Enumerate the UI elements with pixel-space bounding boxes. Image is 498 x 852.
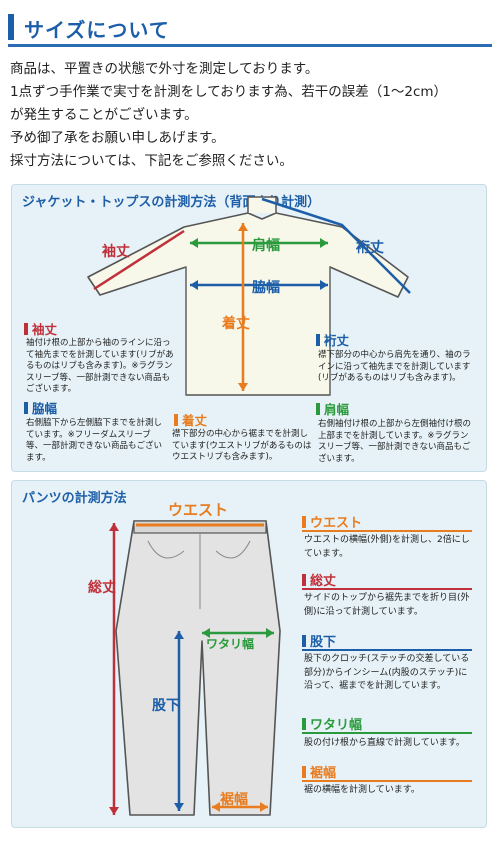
- pants-measure-panel: パンツの計測方法 ウエスト 総丈 ワタリ幅 股下 裾幅: [11, 480, 487, 828]
- label-shoulder: 肩幅: [252, 238, 280, 254]
- label-thigh: ワタリ幅: [206, 637, 255, 651]
- header-accent-bar: [8, 14, 14, 40]
- jacket-diagram: [87, 196, 411, 396]
- pants-shape: [115, 520, 281, 816]
- item-desc-thigh: 股の付け根から直線で計測しています。: [304, 738, 465, 748]
- intro-line: 予め御了承をお願い申しあげます。: [10, 130, 225, 146]
- item-label-waist: ウエスト: [302, 512, 362, 531]
- arrow-icon: [190, 238, 198, 248]
- pants-panel-title: パンツの計測方法: [22, 491, 127, 506]
- item-label-hem: 裾幅: [302, 762, 336, 781]
- label-outseam: 総丈: [88, 580, 116, 596]
- jacket-panel-title: ジャケット・トップスの計測方法（背面より計測）: [22, 195, 321, 210]
- item-desc-chest: 右側脇下から左側脇下までを計測しています。※フリーダムスリーブ等、一部計測できな…: [26, 418, 163, 463]
- label-hem: 裾幅: [220, 792, 248, 808]
- item-label-sleeve: 袖丈: [24, 319, 57, 338]
- item-divider: [302, 732, 472, 734]
- arrow-icon: [109, 523, 119, 531]
- section-header: サイズについて: [8, 10, 492, 47]
- label-sleeve: 袖丈: [102, 244, 130, 260]
- label-yuki: 裄丈: [356, 240, 384, 256]
- item-divider: [302, 588, 472, 590]
- item-desc-waist: ウエストの横幅(外側)を計測し、2倍にしています。: [304, 535, 470, 559]
- intro-text: 商品は、平置きの状態で外寸を測定しております。 1点ずつ手作業で実寸を計測をして…: [10, 58, 490, 173]
- intro-line: 1点ずつ手作業で実寸を計測をしております為、若干の誤差（1〜2cm）: [10, 84, 448, 100]
- arrow-icon: [266, 628, 274, 638]
- intro-line: 採寸方法については、下記をご参照ください。: [10, 153, 293, 169]
- item-desc-shoulder: 右側袖付け根の上部から左側袖付け根の上部までを計測しています。※ラグランスリーブ…: [318, 419, 472, 464]
- item-desc-inseam: 股下のクロッチ(ステッチの交差している部分)からインシーム(内股のステッチ)に沿…: [304, 654, 470, 691]
- label-inseam: 股下: [152, 698, 180, 714]
- label-length: 着丈: [222, 316, 250, 332]
- intro-line: 商品は、平置きの状態で外寸を測定しております。: [10, 61, 319, 77]
- item-desc-yuki: 襟下部分の中心から肩先を通り、袖のラインに沿って袖先までを計測しています(リブが…: [318, 350, 471, 383]
- label-chest: 脇幅: [252, 280, 280, 296]
- item-desc-length: 襟下部分の中心から裾までを計測しています(ウエストリブがあるものはウエストリブも…: [172, 429, 312, 462]
- item-label-outseam: 総丈: [302, 570, 336, 589]
- pocket-shape: [215, 540, 251, 559]
- pocket-shape: [147, 540, 185, 559]
- intro-line: が発生することがございます。: [10, 107, 198, 123]
- arrow-icon: [202, 628, 210, 638]
- item-divider: [302, 780, 472, 782]
- item-desc-hem: 裾の横幅を計測しています。: [304, 785, 420, 795]
- arrow-icon: [260, 802, 268, 812]
- arrow-icon: [238, 223, 248, 231]
- item-label-yuki: 裄丈: [316, 330, 349, 349]
- yuki-measure-line: [261, 197, 411, 294]
- arrow-icon: [212, 802, 220, 812]
- label-waist: ウエスト: [168, 501, 229, 519]
- jacket-shape: [87, 212, 409, 396]
- item-desc-outseam: サイドのトップから裾先までを折り目(外側)に沿って計測しています。: [304, 593, 470, 617]
- item-label-shoulder: 肩幅: [316, 399, 349, 418]
- waistband-shape: [133, 520, 267, 534]
- arrow-icon: [109, 807, 119, 815]
- arrow-icon: [174, 631, 184, 639]
- item-desc-sleeve: 袖付け根の上部から袖のラインに沿って袖先までを計測しています(リブがあるものはリ…: [26, 338, 174, 394]
- jacket-measure-panel: ジャケット・トップスの計測方法（背面より計測） 袖丈 肩幅 裄丈 脇幅 着丈 袖…: [11, 184, 487, 472]
- arrow-icon: [320, 280, 328, 290]
- item-label-chest: 脇幅: [24, 398, 57, 417]
- arrow-icon: [238, 383, 248, 391]
- item-label-length: 着丈: [174, 410, 207, 429]
- item-label-thigh: ワタリ幅: [302, 714, 362, 733]
- arrow-icon: [190, 280, 198, 290]
- item-label-inseam: 股下: [302, 631, 336, 650]
- sleeve-measure-line: [93, 229, 185, 291]
- page-title: サイズについて: [24, 18, 170, 42]
- item-divider: [302, 530, 472, 532]
- arrow-icon: [174, 803, 184, 811]
- pants-diagram: [109, 520, 281, 816]
- item-divider: [302, 649, 472, 651]
- arrow-icon: [320, 238, 328, 248]
